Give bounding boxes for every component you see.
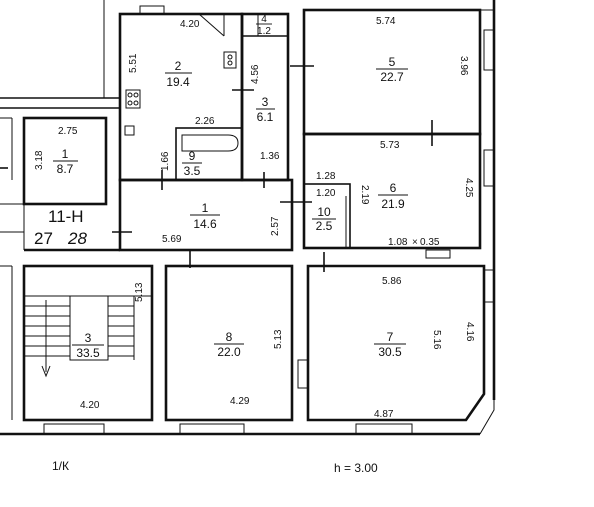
room-7-outline (306, 264, 486, 422)
room-1-small-outline (22, 116, 108, 206)
dim-1-36: 1.36 (260, 151, 280, 162)
room-3-area: 6.1 (257, 110, 274, 124)
room-10-label: 10 2.5 (312, 205, 336, 233)
room-7-area: 30.5 (378, 345, 402, 359)
dimension-labels: 4.20 5.51 4.56 2.26 1.66 1.36 2.75 3.18 … (34, 16, 475, 420)
stair-room-area: 33.5 (76, 346, 100, 360)
dim-1-08: 1.08 (388, 237, 408, 248)
dim-0-35: 0.35 (420, 237, 440, 248)
ceiling-height-label: h = 3.00 (334, 461, 378, 475)
dim-5-86: 5.86 (382, 276, 402, 287)
handwritten-labels: 11-Н 27 28 (34, 207, 87, 248)
room-9-area: 3.5 (184, 164, 201, 178)
room-4-number: 4 (261, 14, 267, 25)
room-5-area: 22.7 (380, 70, 404, 84)
room-7-number: 7 (387, 330, 394, 344)
room-1-corridor-number: 1 (202, 201, 209, 215)
sink-symbol (223, 51, 237, 69)
room-5-number: 5 (389, 55, 396, 69)
room-7-label: 7 30.5 (374, 330, 406, 359)
walls (0, 0, 496, 436)
stove-symbol (125, 89, 141, 109)
svg-text:×: × (412, 237, 418, 248)
dim-2-26: 2.26 (195, 116, 215, 127)
stair-treads (0, 265, 135, 420)
room-9-label: 9 3.5 (182, 149, 202, 178)
floor-label: 1/К (52, 459, 69, 473)
room-10-area: 2.5 (316, 219, 333, 233)
dim-5-13-stair: 5.13 (134, 282, 145, 302)
room-1-small-number: 1 (62, 147, 69, 161)
dim-4-20-stair: 4.20 (80, 400, 100, 411)
room-1-small-area: 8.7 (57, 162, 74, 176)
stair-room-number: 3 (85, 331, 92, 345)
room-6-number: 6 (390, 181, 397, 195)
dim-2-57: 2.57 (270, 216, 281, 236)
dim-4-56: 4.56 (250, 64, 261, 84)
dim-5-69: 5.69 (162, 234, 182, 245)
room-6-label: 6 21.9 (378, 181, 408, 211)
dim-5-13-room-8: 5.13 (273, 329, 284, 349)
room-8-outline (164, 264, 294, 422)
stair-landing (69, 295, 109, 361)
room-8-number: 8 (226, 330, 233, 344)
dim-4-29: 4.29 (230, 396, 250, 407)
dim-1-28: 1.28 (316, 171, 336, 182)
room-9-outline (175, 127, 243, 181)
dim-5-73: 5.73 (380, 140, 400, 151)
room-1-small-label: 1 8.7 (53, 147, 78, 176)
bathtub (181, 134, 239, 152)
room-2-outline (118, 12, 244, 182)
handwritten-28: 28 (67, 229, 87, 248)
room-2-number: 2 (175, 59, 182, 73)
dim-4-25: 4.25 (463, 178, 474, 198)
room-3-label: 3 6.1 (256, 95, 275, 124)
handwritten-11h: 11-Н (48, 207, 84, 226)
dim-5-51: 5.51 (128, 53, 139, 73)
room-4-area: 1.2 (257, 26, 271, 37)
stair-room-outline (22, 264, 154, 422)
room-2-label: 2 19.4 (165, 59, 192, 89)
dim-1-66: 1.66 (160, 151, 171, 171)
dim-1-20: 1.20 (316, 188, 336, 199)
dim-3-96: 3.96 (458, 56, 469, 76)
room-2-area: 19.4 (166, 75, 190, 89)
room-8-label: 8 22.0 (214, 330, 244, 359)
dim-4-87: 4.87 (374, 409, 394, 420)
stair-room-label: 3 33.5 (72, 331, 104, 360)
room-labels: 2 19.4 3 6.1 4 1.2 9 3.5 1 8.7 1 14.6 (53, 14, 408, 360)
dim-3-18: 3.18 (34, 150, 45, 170)
dim-5-16: 5.16 (431, 330, 442, 350)
room-1-corridor-area: 14.6 (193, 217, 217, 231)
room-6-area: 21.9 (381, 197, 405, 211)
handwritten-27: 27 (34, 229, 53, 248)
dim-2-19: 2.19 (359, 185, 370, 205)
dim-4-16: 4.16 (464, 322, 475, 342)
room-5-label: 5 22.7 (376, 55, 408, 84)
dim-2-75: 2.75 (58, 126, 78, 137)
dim-4-20-top: 4.20 (180, 19, 200, 30)
room-1-corridor-label: 1 14.6 (190, 201, 220, 231)
room-10-number: 10 (317, 205, 331, 219)
room-3-number: 3 (262, 95, 269, 109)
room-4-label: 4 1.2 (256, 14, 272, 37)
dim-5-74: 5.74 (376, 16, 396, 27)
room-8-area: 22.0 (217, 345, 241, 359)
room-9-number: 9 (189, 149, 196, 163)
